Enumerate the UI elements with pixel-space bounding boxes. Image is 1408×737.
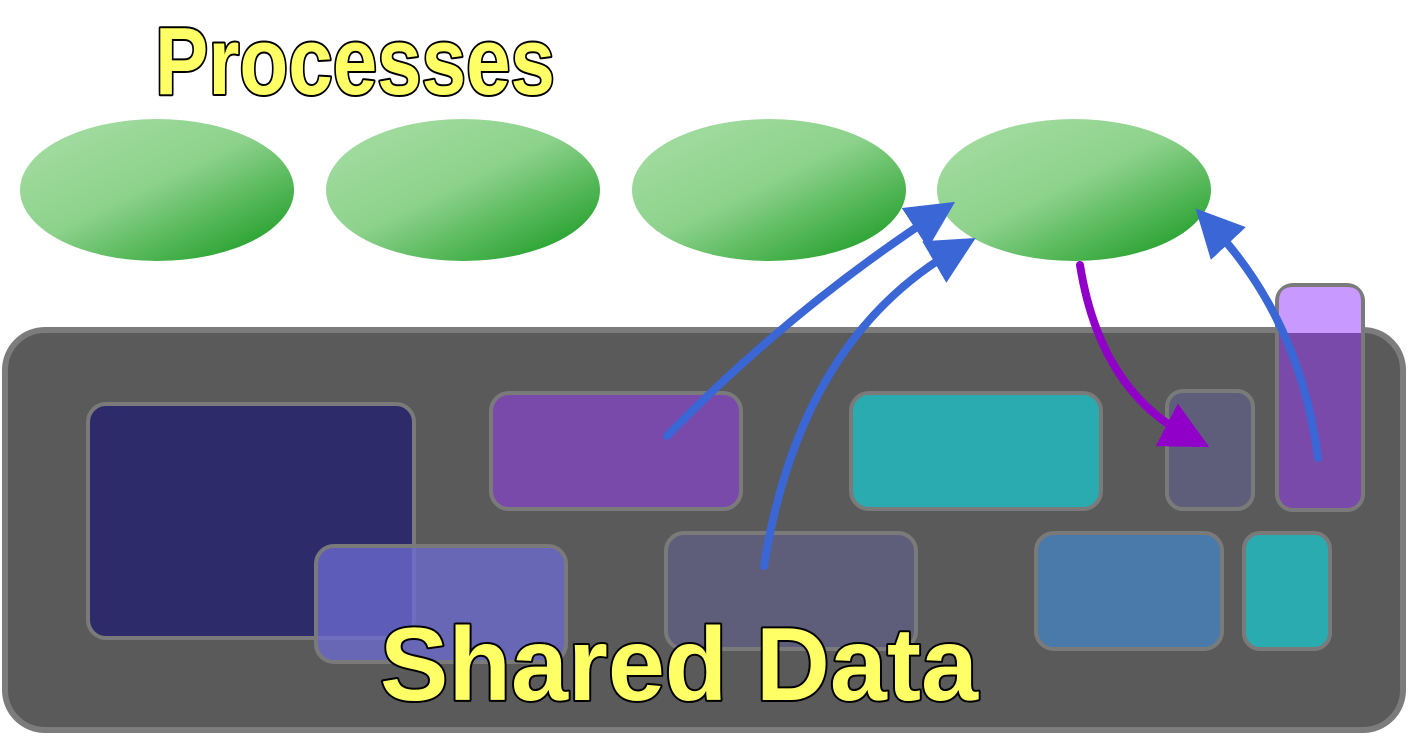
data-block-violet-tall	[1275, 283, 1365, 512]
data-block-steel-blue	[1034, 531, 1224, 651]
shared-data-title: Shared Data	[380, 607, 979, 723]
process-ellipse-3	[632, 119, 906, 261]
arrow-slate-block-to-process-4	[760, 237, 976, 570]
arrow-process-4-to-slate-small	[1076, 261, 1210, 448]
data-block-slate-small	[1165, 389, 1255, 511]
data-block-teal-small	[1242, 531, 1332, 651]
data-block-purple	[489, 391, 743, 511]
arrow-purple-block-to-process-4	[663, 201, 956, 440]
arrow-violet-tall-to-process-4	[1195, 208, 1322, 462]
processes-title: Processes	[155, 8, 555, 115]
process-ellipse-2	[326, 119, 600, 261]
data-block-teal	[849, 391, 1103, 511]
data-block-slate-wide	[664, 531, 918, 651]
data-block-blue-translucent	[314, 544, 568, 664]
process-ellipse-4	[937, 119, 1211, 261]
process-ellipse-1	[20, 119, 294, 261]
